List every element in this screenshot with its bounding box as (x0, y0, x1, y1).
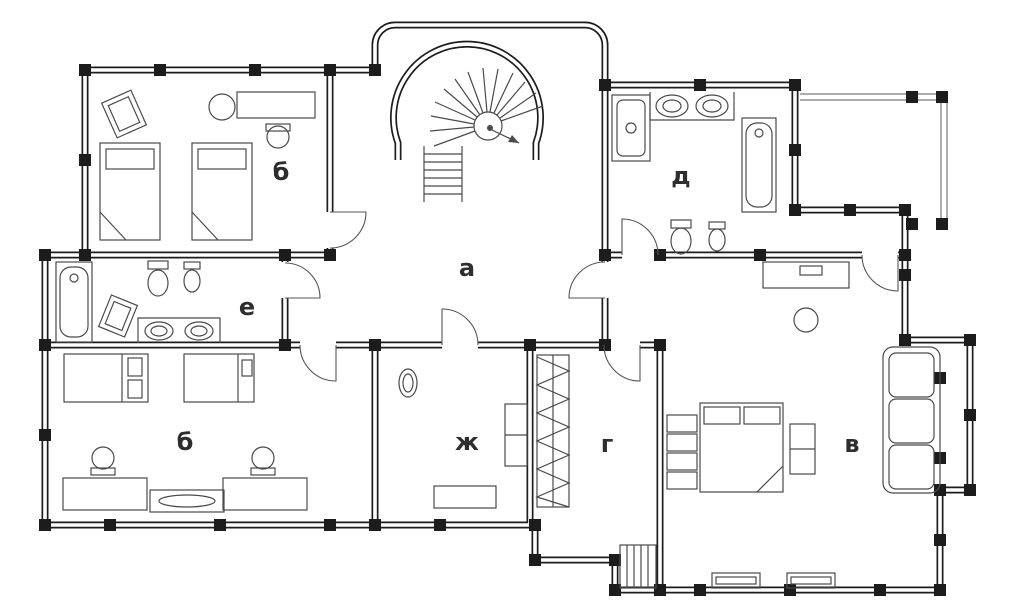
wall-picture (100, 89, 148, 139)
room-label-bathroom-left: е (239, 293, 255, 321)
room-label-living: в (844, 430, 859, 458)
vanity-counter (649, 92, 735, 121)
sofa-cushion (888, 444, 935, 490)
room-label-stair-room: г (601, 430, 614, 458)
stair-straight-flight (423, 146, 463, 202)
round-table (793, 307, 819, 333)
room-label-bathroom-upper: д (671, 162, 690, 190)
room-labels: а б д е б ж г в (177, 158, 860, 458)
pillow (703, 406, 741, 425)
room-label-hall: а (459, 254, 475, 282)
pillow (197, 148, 247, 170)
shelf (666, 433, 698, 452)
pillow (127, 357, 143, 377)
staircase-hatching (535, 356, 571, 508)
room-label-utility: ж (455, 428, 479, 456)
shelf (666, 471, 698, 490)
chair (91, 446, 115, 470)
sink (184, 321, 214, 341)
toilet (670, 227, 692, 255)
pillow (127, 379, 143, 399)
pillow (241, 359, 253, 377)
sink (144, 321, 174, 341)
door-stair-room (603, 344, 641, 382)
sofa (882, 346, 941, 494)
shower-drain (625, 122, 637, 134)
sink (655, 94, 689, 118)
stair-arrowhead (508, 135, 519, 143)
wall-picture (97, 294, 139, 338)
room-stair (535, 354, 657, 589)
shower-tray (611, 94, 651, 162)
room-bathroom-left (55, 260, 221, 343)
basement-stairs (619, 544, 657, 589)
tub-faucet (69, 273, 79, 283)
bidet-tank (183, 261, 201, 270)
sofa-cushion (888, 352, 935, 398)
bidet (708, 228, 726, 252)
room-utility (398, 368, 528, 509)
toilet-tank (147, 260, 169, 270)
wall-pilasters (39, 64, 976, 596)
toilet-tank (670, 219, 692, 229)
bidet-tank (708, 221, 726, 230)
bed (699, 402, 784, 493)
desk (236, 91, 316, 119)
vanity-counter (137, 317, 221, 343)
stair-treads (429, 67, 544, 147)
room-label-bedroom-lower: б (177, 428, 194, 456)
pillow (105, 148, 155, 170)
sink (695, 94, 729, 118)
shelf (666, 414, 698, 433)
radiator (786, 572, 836, 589)
shelf (666, 452, 698, 471)
bed (63, 353, 149, 403)
bathtub (741, 117, 777, 213)
tub-faucet (754, 128, 764, 138)
room-bedroom-upper (99, 89, 316, 241)
desk (62, 477, 148, 511)
door-study-nook (861, 254, 899, 292)
sink (398, 368, 418, 398)
desk (222, 477, 308, 511)
pillow (743, 406, 781, 425)
doors (284, 211, 899, 382)
bed (183, 353, 255, 403)
dresser (149, 489, 225, 513)
round-table (208, 93, 236, 121)
door-corridor (568, 261, 606, 299)
chair (266, 125, 290, 149)
terrace-pergola (800, 91, 948, 230)
study-desk (762, 261, 850, 289)
sofa-cushion (888, 398, 935, 444)
radiator (711, 572, 761, 589)
stair-center-dot (487, 125, 493, 131)
bed (99, 142, 161, 241)
walls (41, 21, 974, 594)
room-bedroom-lower (62, 353, 308, 513)
door-bathroom-left (284, 262, 321, 299)
door-bathroom-upper (621, 218, 659, 256)
room-living (666, 261, 941, 589)
bidet (183, 269, 201, 293)
room-bathroom-upper (611, 92, 777, 255)
door-utility-room (441, 308, 479, 346)
door-bedroom-upper (329, 211, 367, 249)
bathtub (55, 261, 93, 343)
room-label-bedroom-upper: б (273, 158, 290, 186)
rug (433, 485, 497, 509)
bed (191, 142, 253, 241)
door-bedroom-lower (299, 344, 337, 382)
terrace-columns (906, 91, 948, 230)
spiral-staircase (423, 67, 544, 202)
chair (251, 446, 275, 470)
toilet (147, 269, 169, 297)
